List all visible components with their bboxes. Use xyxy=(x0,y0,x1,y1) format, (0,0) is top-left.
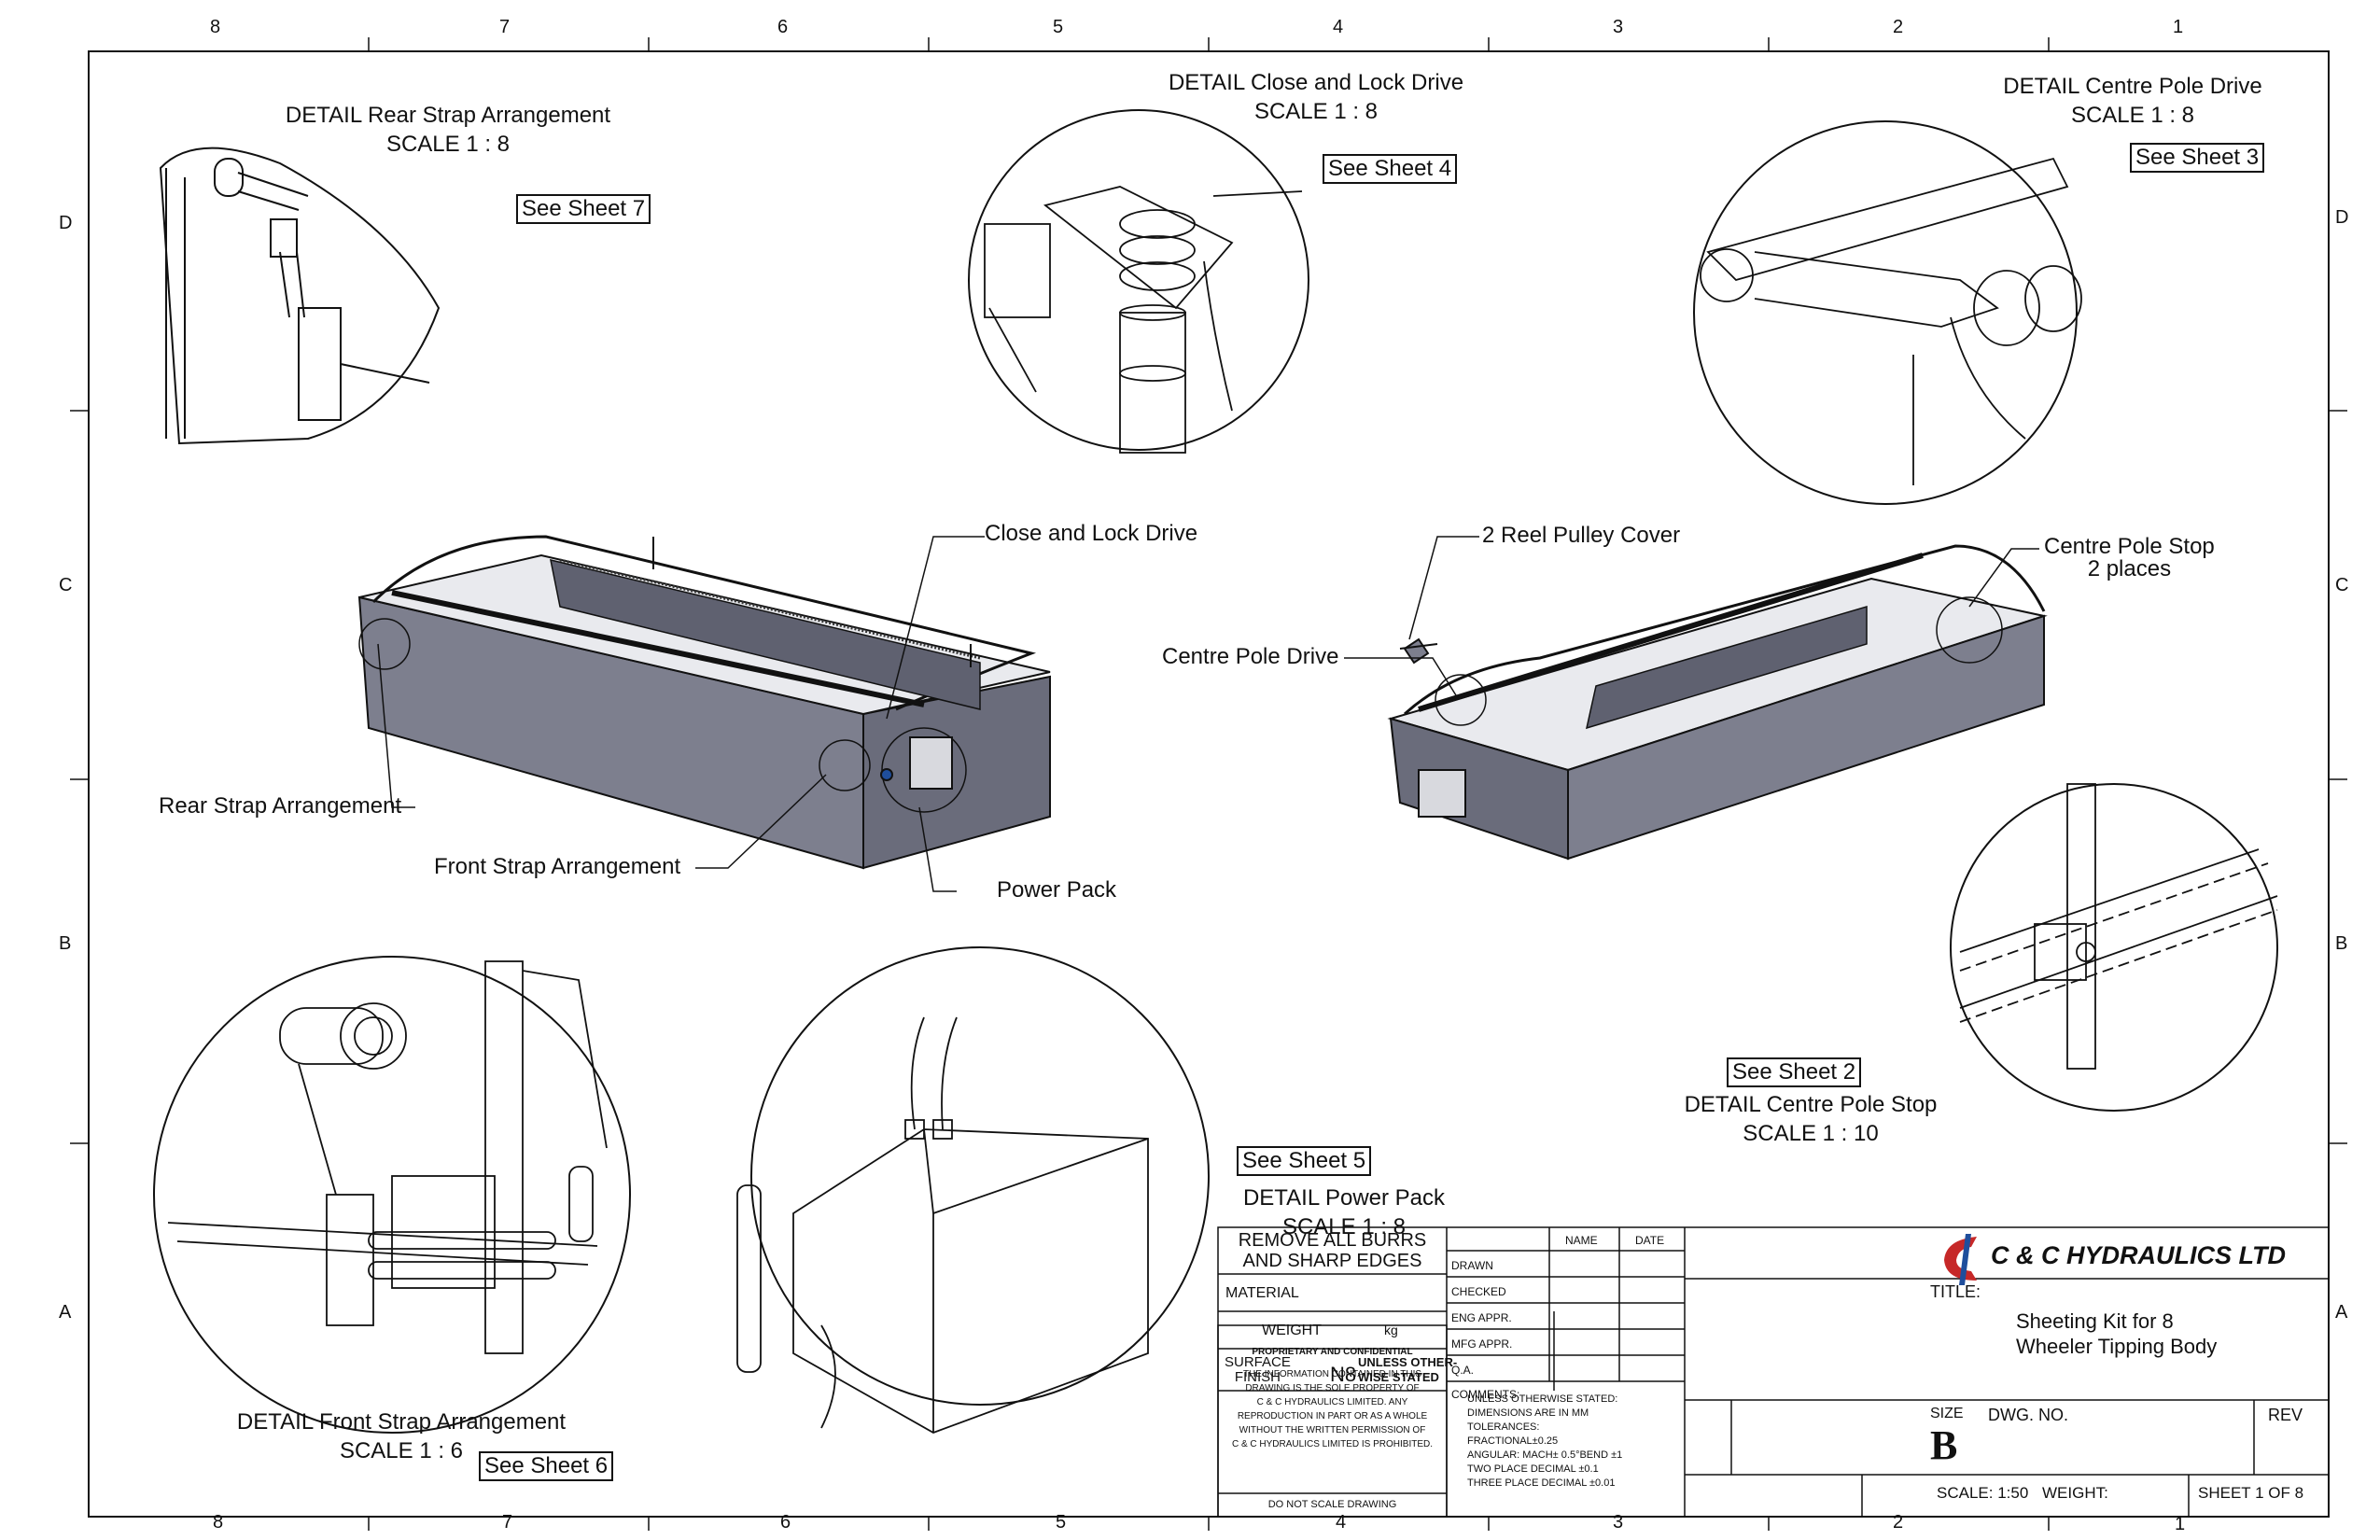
tb-row-eng: ENG APPR. xyxy=(1451,1311,1512,1324)
detail-power-pack-circle xyxy=(750,946,1210,1406)
tb-title-label: TITLE: xyxy=(1930,1282,1981,1301)
tb-do-not-scale: DO NOT SCALE DRAWING xyxy=(1267,1499,1397,1510)
see-sheet-5[interactable]: See Sheet 5 xyxy=(1237,1146,1372,1176)
tb-kg: kg xyxy=(1384,1323,1398,1337)
tb-row-checked: CHECKED xyxy=(1451,1285,1506,1298)
tb-scale: SCALE: 1:50 xyxy=(1937,1484,2029,1502)
see-sheet-3[interactable]: See Sheet 3 xyxy=(2130,143,2265,173)
see-sheet-4[interactable]: See Sheet 4 xyxy=(1323,154,1458,184)
zone-row-A-left: A xyxy=(59,1302,72,1323)
callout-reel-pulley-cover: 2 Reel Pulley Cover xyxy=(1482,523,1681,548)
zone-col-7-top: 7 xyxy=(499,17,511,37)
detail-close-lock-circle xyxy=(968,109,1309,451)
zone-col-2-bottom: 2 xyxy=(1893,1512,1904,1533)
tb-size-value: B xyxy=(1930,1422,1958,1468)
leader-lines xyxy=(377,536,2039,892)
company-logo xyxy=(1944,1234,1977,1285)
tb-n8: N8 xyxy=(1330,1363,1357,1386)
tb-name-col: NAME xyxy=(1565,1234,1598,1247)
tb-row-mfg: MFG APPR. xyxy=(1451,1337,1513,1351)
callout-power-pack: Power Pack xyxy=(997,877,1117,903)
zone-row-D-right: D xyxy=(2335,207,2349,228)
tb-dwg-no: DWG. NO. xyxy=(1988,1406,2068,1424)
zone-row-A-right: A xyxy=(2335,1302,2348,1323)
main-view-right xyxy=(1387,544,2048,861)
tb-rev: REV xyxy=(2268,1406,2303,1424)
tb-row-drawn: DRAWN xyxy=(1451,1259,1493,1272)
zone-row-D-left: D xyxy=(59,213,73,233)
zone-row-B-left: B xyxy=(59,933,72,954)
see-sheet-2[interactable]: See Sheet 2 xyxy=(1727,1057,1862,1087)
detail-centre-pole-stop-circle xyxy=(1950,783,2278,1112)
see-sheet-7[interactable]: See Sheet 7 xyxy=(516,194,651,224)
zone-col-7-bottom: 7 xyxy=(502,1512,513,1533)
zone-col-2-top: 2 xyxy=(1893,17,1904,37)
tb-material: MATERIAL xyxy=(1225,1285,1299,1301)
callout-close-lock-drive: Close and Lock Drive xyxy=(985,521,1198,546)
tb-row-comments: COMMENTS: xyxy=(1451,1388,1520,1401)
zone-col-4-bottom: 4 xyxy=(1336,1512,1347,1533)
detail-close-lock-view xyxy=(984,186,1303,454)
callout-front-strap: Front Strap Arrangement xyxy=(434,854,681,879)
zone-row-C-left: C xyxy=(59,575,73,595)
detail-centre-pole-stop-view xyxy=(1959,783,2278,1070)
detail-front-strap-circle xyxy=(153,956,631,1434)
tb-tolerances: UNLESS OTHERWISE STATED:DIMENSIONS ARE I… xyxy=(1467,1393,1623,1489)
zone-col-6-bottom: 6 xyxy=(780,1512,791,1533)
callout-rear-strap: Rear Strap Arrangement xyxy=(159,793,402,819)
tb-row-qa: Q.A. xyxy=(1451,1364,1475,1377)
zone-col-4-top: 4 xyxy=(1333,17,1344,37)
tb-weight: WEIGHT xyxy=(1262,1323,1322,1338)
zone-col-1-bottom: 1 xyxy=(2175,1514,2186,1534)
main-view-left xyxy=(357,535,1051,870)
detail-centre-pole-drive-view xyxy=(1700,157,2082,485)
tb-weight-label: WEIGHT: xyxy=(2042,1484,2108,1502)
zone-row-B-right: B xyxy=(2335,933,2348,954)
detail-rear-strap-view xyxy=(159,147,441,445)
tb-sheet: SHEET 1 OF 8 xyxy=(2198,1484,2304,1502)
zone-col-8-bottom: 8 xyxy=(213,1512,224,1533)
tb-unless-stated: UNLESS OTHER-WISE STATED xyxy=(1358,1355,1458,1384)
title-block xyxy=(1217,1226,2330,1518)
zone-col-3-top: 3 xyxy=(1613,17,1624,37)
tb-size-label: SIZE xyxy=(1930,1406,1964,1421)
tb-date-col: DATE xyxy=(1635,1234,1665,1247)
detail-power-pack-view xyxy=(736,1016,1149,1434)
callout-centre-pole-drive: Centre Pole Drive xyxy=(1162,644,1339,669)
zone-col-5-bottom: 5 xyxy=(1056,1512,1067,1533)
zone-col-3-bottom: 3 xyxy=(1613,1512,1624,1533)
zone-row-C-right: C xyxy=(2335,575,2349,595)
detail-centre-pole-drive-circle xyxy=(1693,120,2078,505)
detail-front-strap-view xyxy=(167,960,608,1354)
zone-col-8-top: 8 xyxy=(210,17,221,37)
zone-ticks xyxy=(70,37,2347,1531)
tb-proprietary-title: PROPRIETARY AND CONFIDENTIAL xyxy=(1252,1347,1413,1357)
zone-col-5-top: 5 xyxy=(1053,17,1064,37)
tb-company-name: C & C HYDRAULICS LTD xyxy=(1991,1241,2286,1269)
zone-col-1-top: 1 xyxy=(2173,17,2184,37)
zone-col-6-top: 6 xyxy=(777,17,789,37)
see-sheet-6[interactable]: See Sheet 6 xyxy=(479,1451,614,1481)
